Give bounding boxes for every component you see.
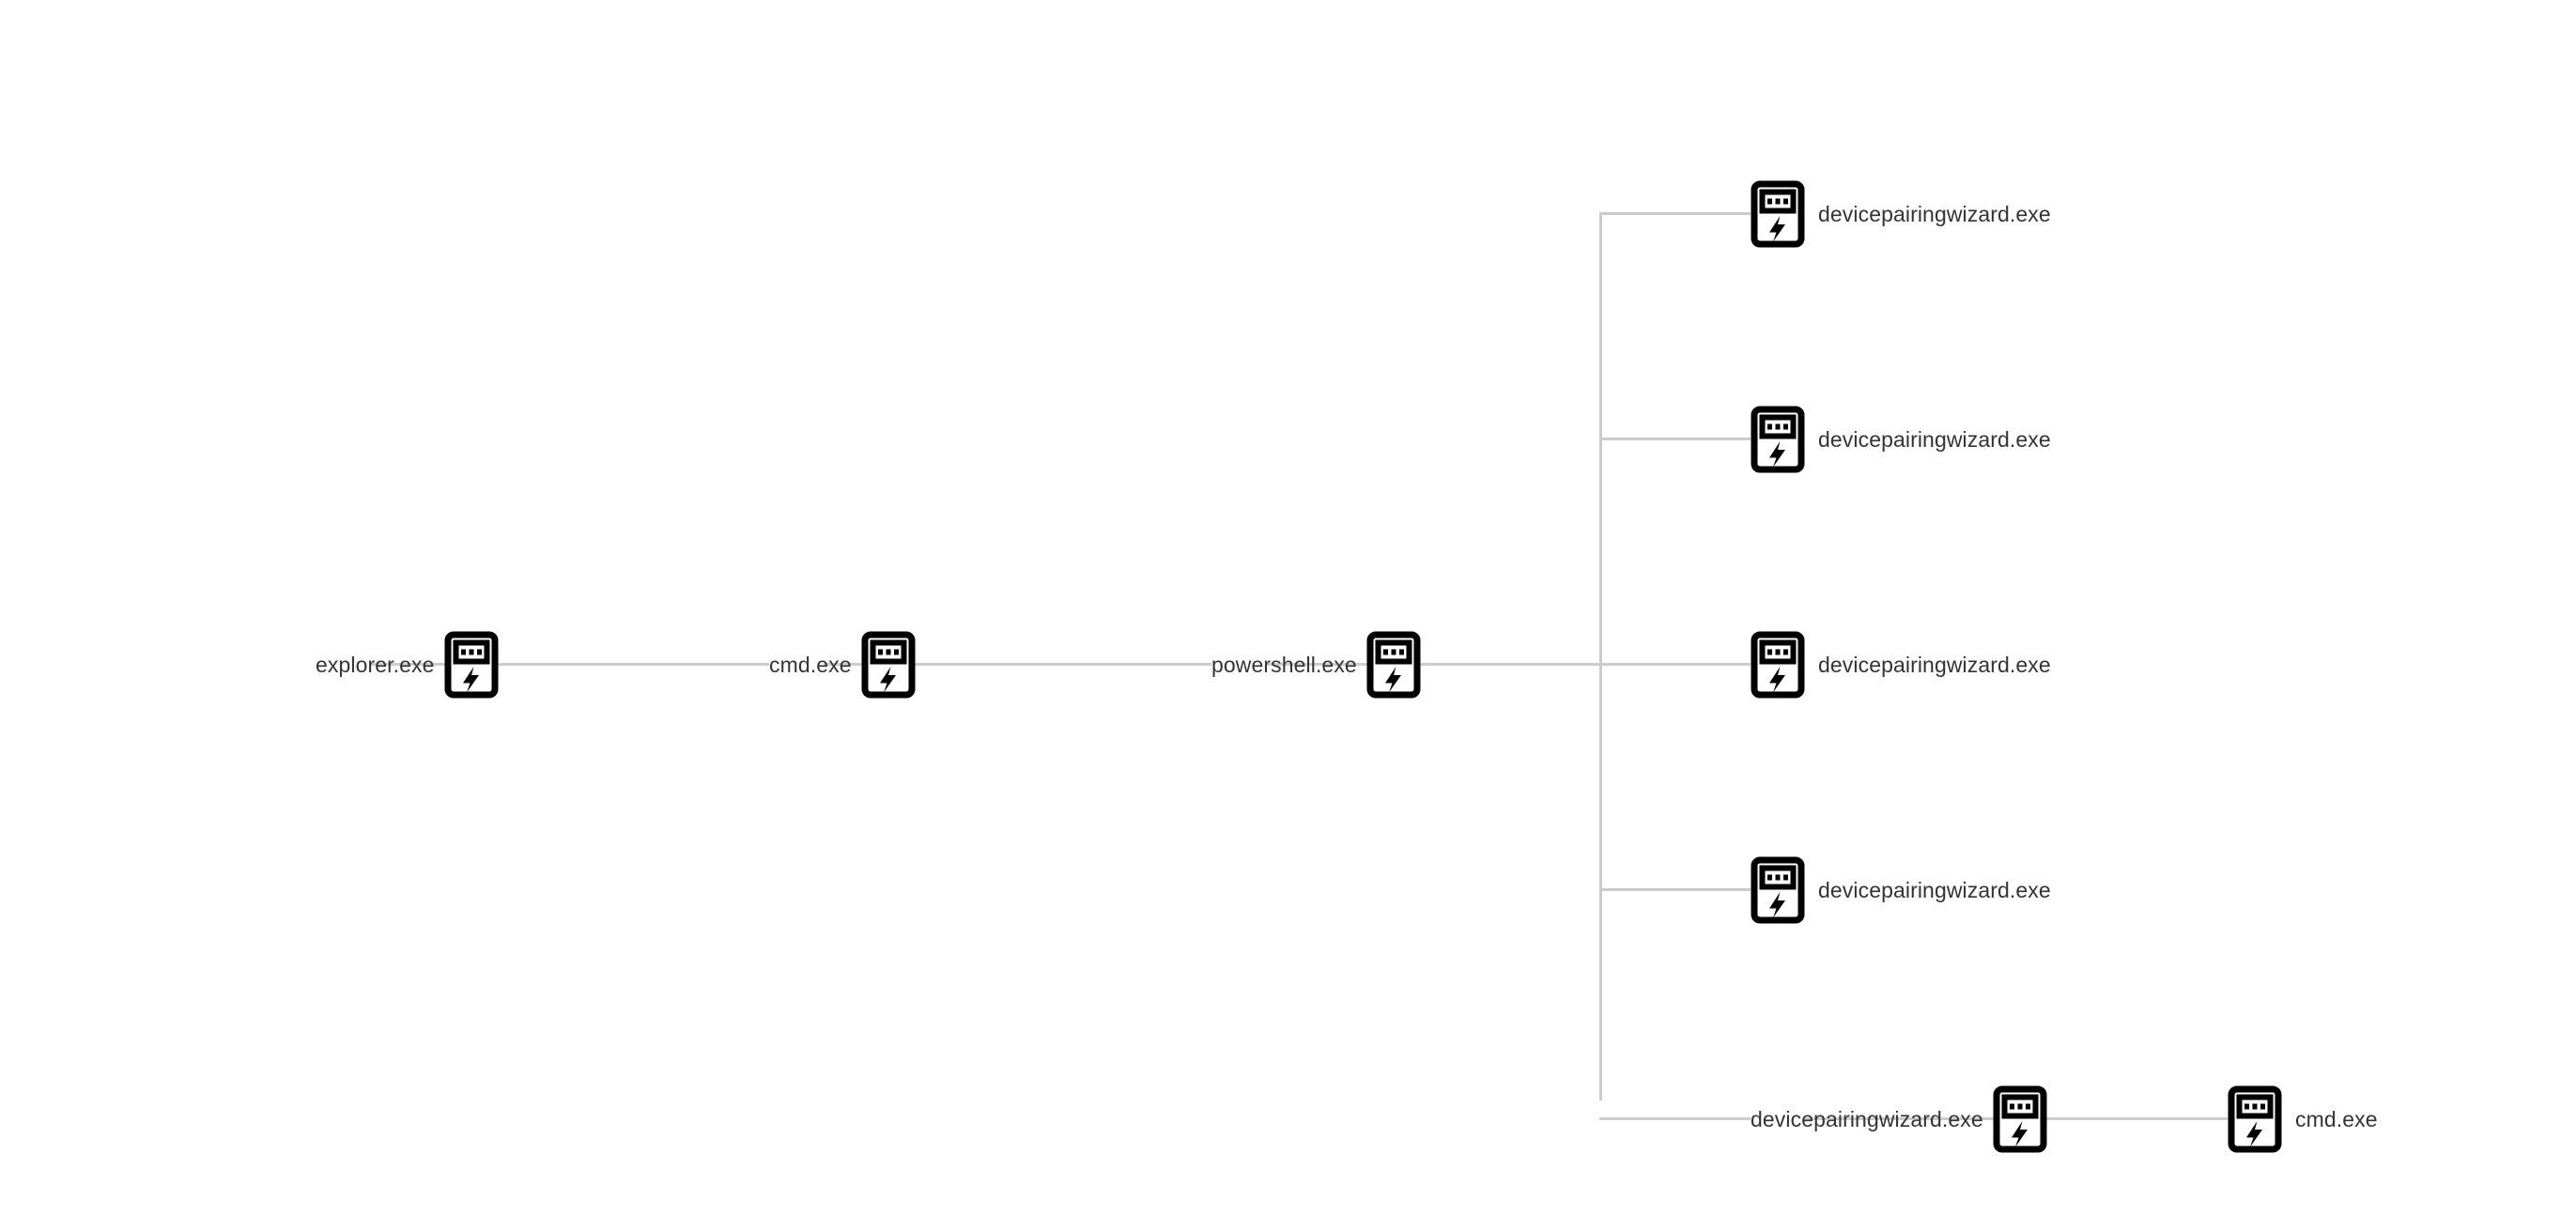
edge-trunk-to-dpw-3 bbox=[1599, 663, 1751, 666]
process-node-label: devicepairingwizard.exe bbox=[1751, 1106, 1983, 1131]
process-executable-icon bbox=[1751, 631, 1805, 699]
process-node-label: devicepairingwizard.exe bbox=[1818, 652, 2051, 677]
process-executable-icon bbox=[861, 631, 916, 699]
process-node-dpw-2[interactable]: devicepairingwizard.exe bbox=[1751, 406, 2051, 473]
process-node-label: cmd.exe bbox=[2295, 1106, 2378, 1131]
edge-trunk-to-dpw-5 bbox=[1599, 1117, 1751, 1120]
edge-trunk-to-dpw-2 bbox=[1599, 438, 1751, 440]
process-executable-icon bbox=[1751, 856, 1805, 924]
process-executable-icon bbox=[1993, 1085, 2047, 1153]
process-executable-icon bbox=[444, 631, 499, 699]
process-node-label: powershell.exe bbox=[1211, 652, 1357, 677]
process-node-dpw-3[interactable]: devicepairingwizard.exe bbox=[1751, 631, 2051, 699]
process-node-cmd-1[interactable]: cmd.exe bbox=[769, 631, 916, 699]
process-executable-icon bbox=[1751, 406, 1805, 473]
edge-trunk-to-dpw-1 bbox=[1599, 212, 1751, 215]
edge-cmd-to-powershell bbox=[824, 663, 1211, 666]
edge-trunk-to-dpw-4 bbox=[1599, 888, 1751, 891]
edge-explorer-to-cmd bbox=[370, 663, 769, 666]
process-node-dpw-1[interactable]: devicepairingwizard.exe bbox=[1751, 180, 2051, 248]
process-node-label: explorer.exe bbox=[316, 652, 435, 677]
process-executable-icon bbox=[2228, 1085, 2282, 1153]
process-node-label: devicepairingwizard.exe bbox=[1818, 426, 2051, 452]
process-executable-icon bbox=[1366, 631, 1421, 699]
edge-trunk-vertical bbox=[1599, 212, 1602, 1100]
process-node-explorer[interactable]: explorer.exe bbox=[316, 631, 499, 699]
process-executable-icon bbox=[1751, 180, 1805, 248]
edge-powershell-to-trunk bbox=[1266, 663, 1602, 666]
process-node-label: devicepairingwizard.exe bbox=[1818, 201, 2051, 226]
process-node-cmd-2[interactable]: cmd.exe bbox=[2228, 1085, 2378, 1153]
process-node-dpw-4[interactable]: devicepairingwizard.exe bbox=[1751, 856, 2051, 924]
process-node-powershell[interactable]: powershell.exe bbox=[1211, 631, 1421, 699]
process-node-label: cmd.exe bbox=[769, 652, 852, 677]
process-node-label: devicepairingwizard.exe bbox=[1818, 877, 2051, 902]
process-node-dpw-5[interactable]: devicepairingwizard.exe bbox=[1751, 1085, 2047, 1153]
